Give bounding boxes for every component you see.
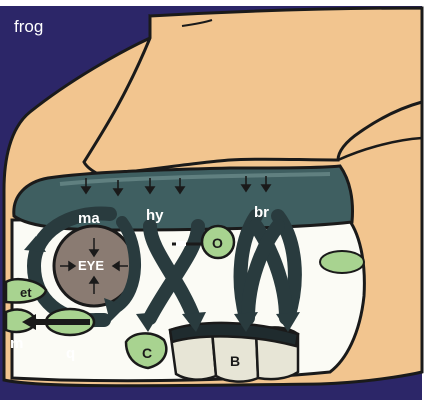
- o-label: O: [212, 236, 223, 250]
- q-label: q: [66, 346, 75, 361]
- hy-label: hy: [146, 208, 164, 223]
- b-label: B: [230, 354, 240, 368]
- o-connector-white: [176, 241, 186, 246]
- c-label: C: [142, 346, 152, 360]
- title-label: frog: [14, 18, 43, 35]
- eye-label: EYE: [78, 259, 104, 272]
- br-label: br: [254, 205, 269, 220]
- top-margin: [0, 0, 428, 6]
- ma-label: ma: [78, 211, 100, 226]
- m-label: m: [10, 336, 23, 351]
- right-pale-green-structure: [320, 251, 364, 273]
- et-label: et: [20, 286, 32, 299]
